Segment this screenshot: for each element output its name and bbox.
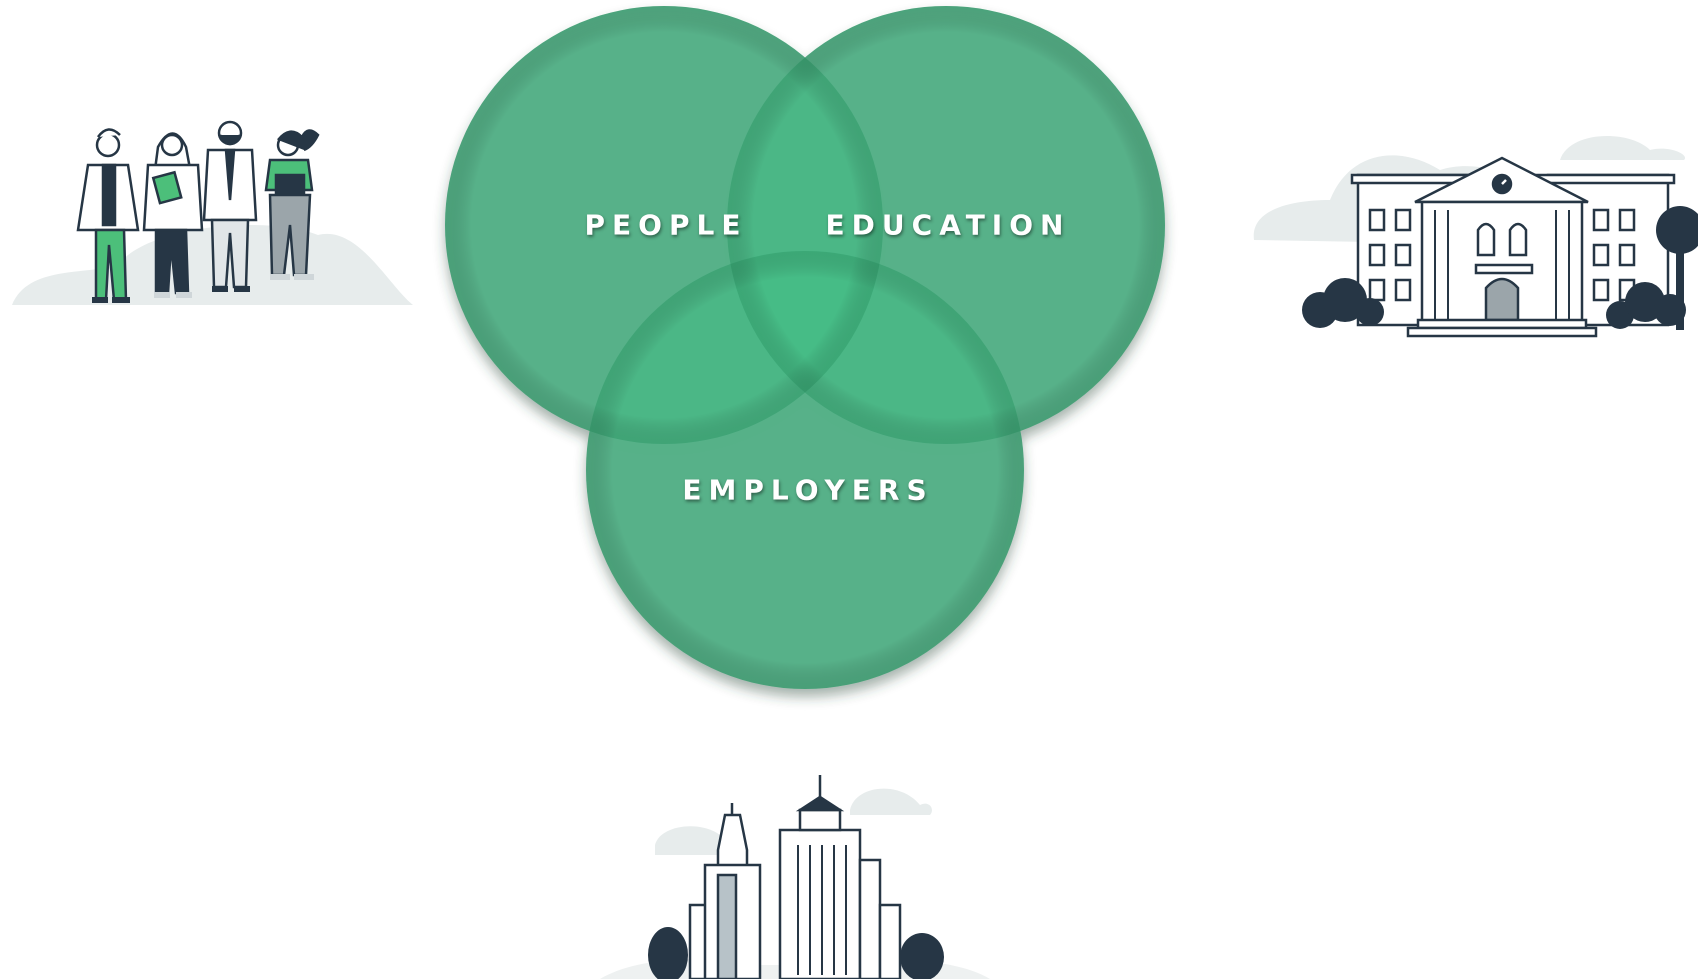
center-tower (778, 828, 862, 979)
school-building-illustration (1253, 136, 1698, 338)
trees-icon (648, 927, 944, 979)
trees-icon (1302, 206, 1698, 330)
people-group-illustration (12, 120, 413, 305)
cloud-shape (1560, 136, 1686, 160)
employers-label: EMPLOYERS (682, 473, 934, 507)
school-door (1484, 277, 1520, 322)
cloud-shape (850, 788, 932, 815)
education-label: EDUCATION (825, 208, 1071, 242)
people-label: PEOPLE (584, 208, 748, 242)
cloud-shape (655, 826, 720, 855)
worker-figure (264, 129, 320, 280)
city-skyline-illustration (600, 775, 990, 979)
teacher-figure (202, 120, 258, 292)
student-figure (142, 132, 204, 298)
doctor-figure (76, 128, 140, 303)
